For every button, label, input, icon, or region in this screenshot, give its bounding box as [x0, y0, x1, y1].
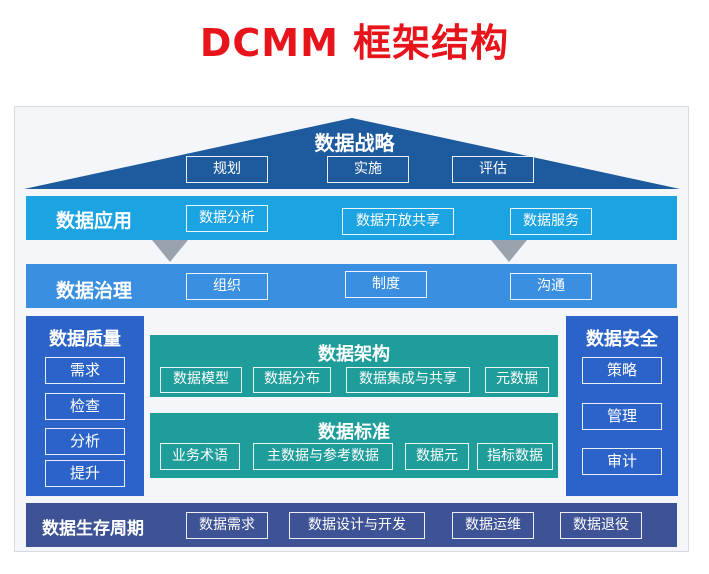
- architecture-item-metadata: 元数据: [485, 367, 549, 393]
- architecture-item-model: 数据模型: [160, 367, 242, 393]
- down-arrow-left: [152, 240, 188, 262]
- page-title: DCMM 框架结构: [199, 21, 510, 65]
- governance-item-organization: 组织: [186, 273, 268, 300]
- application-title: 数据应用: [56, 210, 133, 232]
- standards-item-data-element: 数据元: [405, 443, 469, 470]
- application-item-open-sharing: 数据开放共享: [342, 208, 454, 235]
- lifecycle-item-design-dev: 数据设计与开发: [289, 512, 425, 539]
- security-title: 数据安全: [586, 329, 658, 350]
- lifecycle-item-requirement: 数据需求: [186, 512, 268, 539]
- architecture-item-distribution: 数据分布: [253, 367, 331, 393]
- governance-item-communication: 沟通: [510, 273, 592, 300]
- quality-item-requirement: 需求: [45, 357, 125, 384]
- quality-title: 数据质量: [49, 329, 121, 350]
- standards-item-indicator: 指标数据: [477, 443, 553, 470]
- lifecycle-band: [26, 503, 677, 547]
- security-item-strategy: 策略: [582, 357, 662, 384]
- quality-item-improvement: 提升: [45, 460, 125, 487]
- strategy-item-implement: 实施: [327, 156, 409, 183]
- strategy-title: 数据战略: [314, 131, 395, 155]
- quality-item-inspection: 检查: [45, 393, 125, 420]
- lifecycle-item-retirement: 数据退役: [560, 512, 642, 539]
- architecture-item-integration: 数据集成与共享: [346, 367, 470, 393]
- strategy-item-evaluate: 评估: [452, 156, 534, 183]
- strategy-roof: [24, 118, 680, 189]
- application-band: [26, 196, 677, 240]
- standards-block: [150, 413, 558, 478]
- quality-item-analysis: 分析: [45, 428, 125, 455]
- standards-item-master-reference: 主数据与参考数据: [253, 443, 393, 470]
- standards-title: 数据标准: [318, 422, 390, 443]
- architecture-title: 数据架构: [318, 344, 390, 365]
- governance-title: 数据治理: [56, 280, 133, 302]
- application-item-analysis: 数据分析: [186, 205, 268, 232]
- standards-item-business-terms: 业务术语: [160, 443, 240, 470]
- security-pillar: [566, 316, 678, 496]
- security-item-management: 管理: [582, 403, 662, 430]
- strategy-item-plan: 规划: [186, 156, 268, 183]
- security-item-audit: 审计: [582, 448, 662, 475]
- lifecycle-title: 数据生存周期: [42, 519, 144, 539]
- architecture-block: [150, 335, 558, 397]
- governance-item-policy: 制度: [345, 271, 427, 298]
- application-item-service: 数据服务: [510, 208, 592, 235]
- down-arrow-right: [491, 240, 527, 262]
- lifecycle-item-operations: 数据运维: [452, 512, 534, 539]
